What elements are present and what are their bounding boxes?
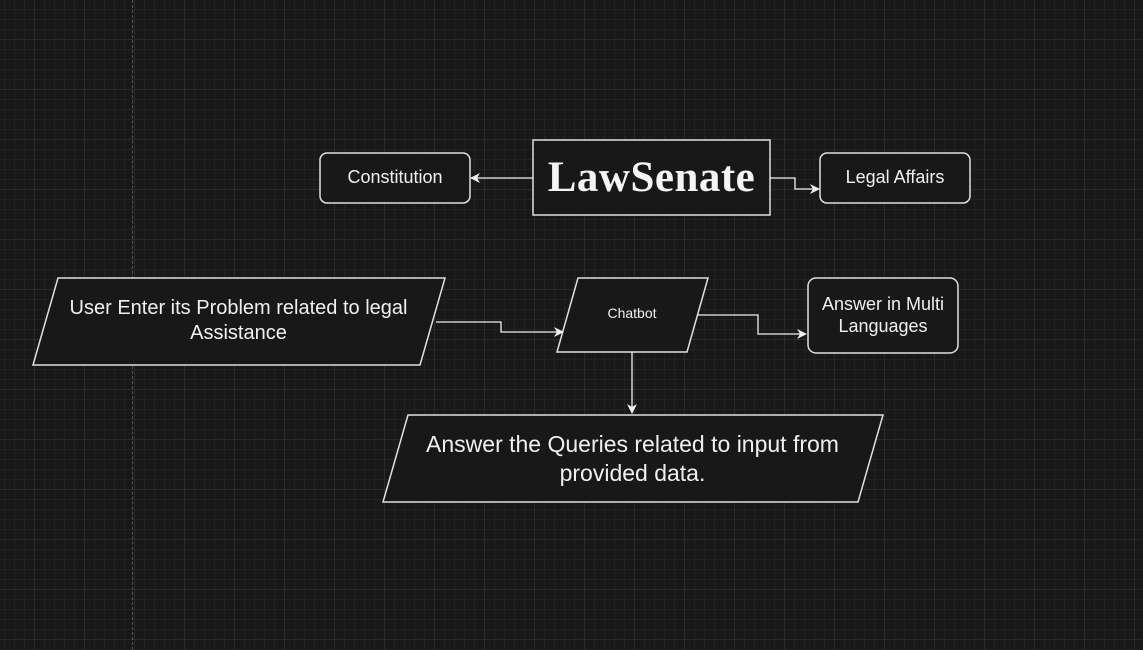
multi-language-label: Answer in Multi Languages: [808, 278, 958, 352]
user-input-text: User Enter its Problem related to legal …: [69, 296, 408, 344]
lawsenate-title-box[interactable]: [532, 139, 771, 216]
multi-language-text: Answer in Multi Languages: [821, 293, 945, 337]
edge-lawsenate-to-legal-affairs[interactable]: [770, 177, 820, 194]
constitution-label: Constitution: [320, 153, 470, 201]
legal-affairs-text: Legal Affairs: [845, 166, 945, 187]
answer-queries-node[interactable]: [382, 414, 884, 503]
lawsenate-title-text: LawSenate: [547, 153, 756, 201]
edge-chatbot-to-multi-language[interactable]: [697, 314, 807, 339]
user-input-node[interactable]: [32, 277, 446, 366]
legal-affairs-label: Legal Affairs: [820, 153, 970, 201]
chatbot-text: Chatbot: [607, 305, 657, 322]
chatbot-node[interactable]: [556, 277, 709, 353]
answer-queries-label: Answer the Queries related to input from…: [395, 415, 870, 502]
constitution-text: Constitution: [347, 166, 443, 187]
lawsenate-title: LawSenate: [533, 140, 770, 215]
legal-affairs-node[interactable]: [819, 152, 971, 204]
chatbot-label: Chatbot: [567, 278, 697, 350]
multi-language-node[interactable]: [807, 277, 959, 354]
edge-user-input-to-chatbot[interactable]: [436, 321, 564, 337]
user-input-label: User Enter its Problem related to legal …: [45, 278, 432, 363]
answer-queries-text: Answer the Queries related to input from…: [426, 430, 839, 486]
